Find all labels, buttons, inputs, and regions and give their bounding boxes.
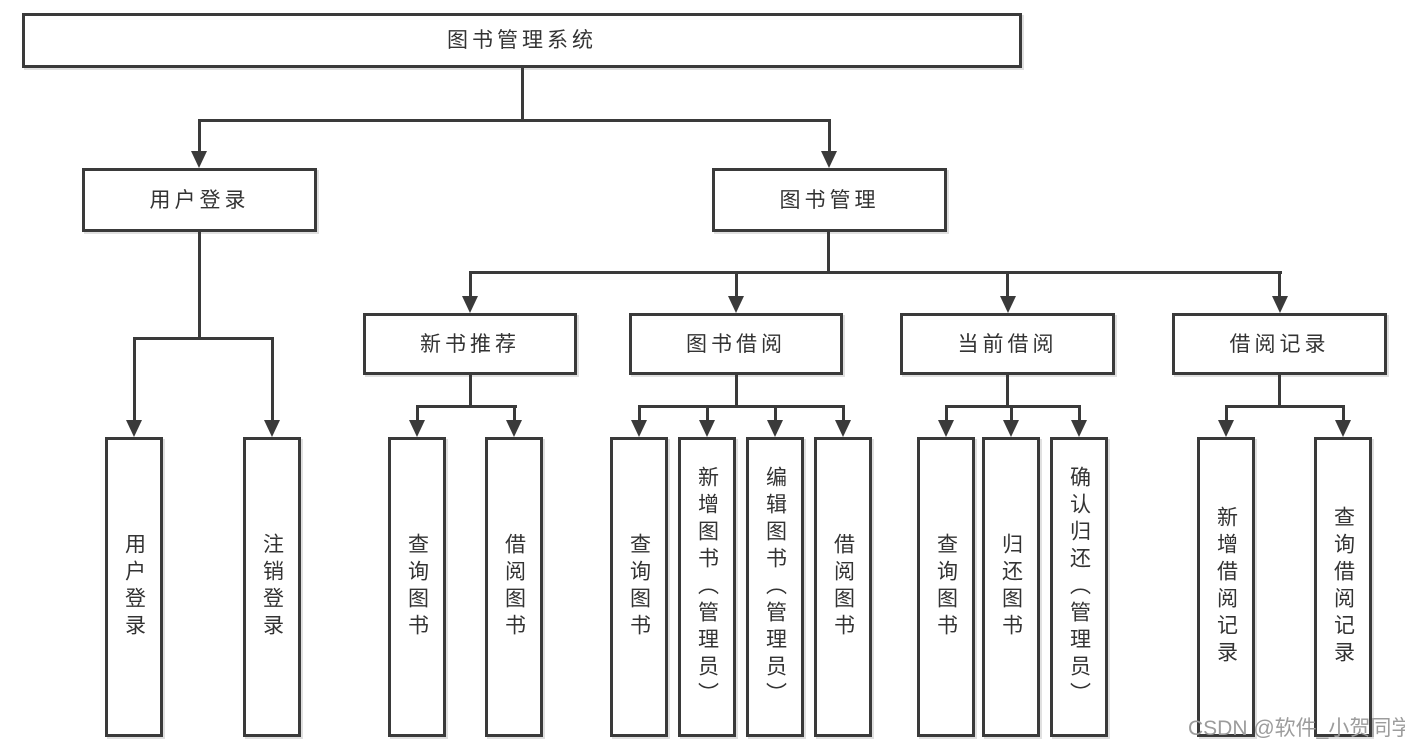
connector-root-stem <box>521 67 524 120</box>
leaf-logout-label: 注销登录 <box>260 533 284 641</box>
node-new-book-rec-label: 新书推荐 <box>420 332 520 356</box>
connector-current-borrow-stem <box>1006 374 1009 406</box>
connector-book-borrow-bar <box>638 405 845 408</box>
connector-book-mgmt-drop-4 <box>1278 271 1281 298</box>
node-user-login-label: 用户登录 <box>149 188 250 212</box>
node-book-mgmt: 图书管理 <box>712 168 947 232</box>
arrowhead-br-query-record <box>1335 420 1351 437</box>
csdn-watermark: CSDN @软件_小贺同学 <box>1188 717 1405 740</box>
connector-borrow-record-stem <box>1278 374 1281 406</box>
connector-borrow-record-drop-2 <box>1342 405 1345 422</box>
connector-user-login-bar <box>133 337 274 340</box>
arrowhead-cb-confirm-return <box>1071 420 1087 437</box>
leaf-logout: 注销登录 <box>243 437 301 737</box>
node-borrow-record: 借阅记录 <box>1172 313 1387 375</box>
leaf-nbr-borrow-book-label: 借阅图书 <box>502 533 526 641</box>
leaf-bb-edit-book: 编辑图书（管理员） <box>746 437 804 737</box>
connector-book-borrow-drop-2 <box>706 405 709 422</box>
leaf-bb-edit-book-label: 编辑图书（管理员） <box>763 465 787 709</box>
leaf-user-login: 用户登录 <box>105 437 163 737</box>
leaf-bb-add-book-label: 新增图书（管理员） <box>695 465 719 709</box>
connector-book-mgmt-drop-3 <box>1006 271 1009 298</box>
leaf-cb-confirm-return: 确认归还（管理员） <box>1050 437 1108 737</box>
connector-book-mgmt-drop-1 <box>469 271 472 298</box>
node-root: 图书管理系统 <box>22 13 1022 68</box>
connector-book-mgmt-stem <box>827 231 830 273</box>
connector-book-mgmt-drop-2 <box>735 271 738 298</box>
leaf-nbr-borrow-book: 借阅图书 <box>485 437 543 737</box>
arrowhead-cb-return-book <box>1003 420 1019 437</box>
arrowhead-borrow-record <box>1272 296 1288 313</box>
connector-book-borrow-stem <box>735 374 738 406</box>
arrowhead-bb-borrow-book <box>835 420 851 437</box>
leaf-cb-confirm-return-label: 确认归还（管理员） <box>1067 465 1091 709</box>
arrowhead-bb-query-book <box>631 420 647 437</box>
node-new-book-rec: 新书推荐 <box>363 313 577 375</box>
connector-current-borrow-drop-1 <box>945 405 948 422</box>
leaf-bb-query-book-label: 查询图书 <box>627 533 651 641</box>
leaf-cb-query-book-label: 查询图书 <box>934 533 958 641</box>
connector-book-borrow-drop-1 <box>638 405 641 422</box>
connector-borrow-record-drop-1 <box>1225 405 1228 422</box>
node-user-login: 用户登录 <box>82 168 317 232</box>
arrowhead-leaf-logout <box>264 420 280 437</box>
leaf-bb-borrow-book: 借阅图书 <box>814 437 872 737</box>
connector-user-login-drop-2 <box>271 337 274 422</box>
connector-root-bar <box>198 119 831 122</box>
arrowhead-current-borrow <box>1000 296 1016 313</box>
arrowhead-new-book-rec <box>462 296 478 313</box>
arrowhead-bb-add-book <box>699 420 715 437</box>
node-current-borrow: 当前借阅 <box>900 313 1115 375</box>
connector-borrow-record-bar <box>1225 405 1345 408</box>
leaf-nbr-query-book: 查询图书 <box>388 437 446 737</box>
arrowhead-bb-edit-book <box>767 420 783 437</box>
arrowhead-br-add-record <box>1218 420 1234 437</box>
connector-user-login-drop-1 <box>133 337 136 422</box>
leaf-nbr-query-book-label: 查询图书 <box>405 533 429 641</box>
leaf-br-query-record: 查询借阅记录 <box>1314 437 1372 737</box>
arrowhead-leaf-user-login <box>126 420 142 437</box>
leaf-bb-borrow-book-label: 借阅图书 <box>831 533 855 641</box>
connector-new-book-rec-bar <box>416 405 517 408</box>
arrowhead-book-mgmt <box>821 151 837 168</box>
connector-root-drop-left <box>198 119 201 153</box>
arrowhead-nbr-borrow-book <box>506 420 522 437</box>
leaf-br-add-record-label: 新增借阅记录 <box>1214 506 1238 668</box>
leaf-cb-return-book-label: 归还图书 <box>999 533 1023 641</box>
node-borrow-record-label: 借阅记录 <box>1229 332 1330 356</box>
leaf-cb-return-book: 归还图书 <box>982 437 1040 737</box>
node-current-borrow-label: 当前借阅 <box>957 332 1058 356</box>
connector-book-borrow-drop-4 <box>842 405 845 422</box>
node-book-mgmt-label: 图书管理 <box>779 188 880 212</box>
arrowhead-user-login <box>191 151 207 168</box>
leaf-br-query-record-label: 查询借阅记录 <box>1331 506 1355 668</box>
leaf-cb-query-book: 查询图书 <box>917 437 975 737</box>
connector-user-login-stem <box>198 231 201 339</box>
node-root-label: 图书管理系统 <box>447 29 597 52</box>
connector-book-mgmt-bar <box>469 271 1282 274</box>
connector-root-drop-right <box>828 119 831 153</box>
connector-new-book-rec-stem <box>469 374 472 406</box>
connector-book-borrow-drop-3 <box>774 405 777 422</box>
leaf-bb-add-book: 新增图书（管理员） <box>678 437 736 737</box>
connector-current-borrow-drop-2 <box>1010 405 1013 422</box>
node-book-borrow: 图书借阅 <box>629 313 843 375</box>
arrowhead-nbr-query-book <box>409 420 425 437</box>
arrowhead-cb-query-book <box>938 420 954 437</box>
connector-new-book-rec-drop-2 <box>513 405 516 422</box>
connector-new-book-rec-drop-1 <box>416 405 419 422</box>
leaf-user-login-label: 用户登录 <box>122 533 146 641</box>
connector-current-borrow-bar <box>945 405 1081 408</box>
connector-current-borrow-drop-3 <box>1078 405 1081 422</box>
node-book-borrow-label: 图书借阅 <box>686 332 786 356</box>
leaf-br-add-record: 新增借阅记录 <box>1197 437 1255 737</box>
arrowhead-book-borrow <box>728 296 744 313</box>
leaf-bb-query-book: 查询图书 <box>610 437 668 737</box>
